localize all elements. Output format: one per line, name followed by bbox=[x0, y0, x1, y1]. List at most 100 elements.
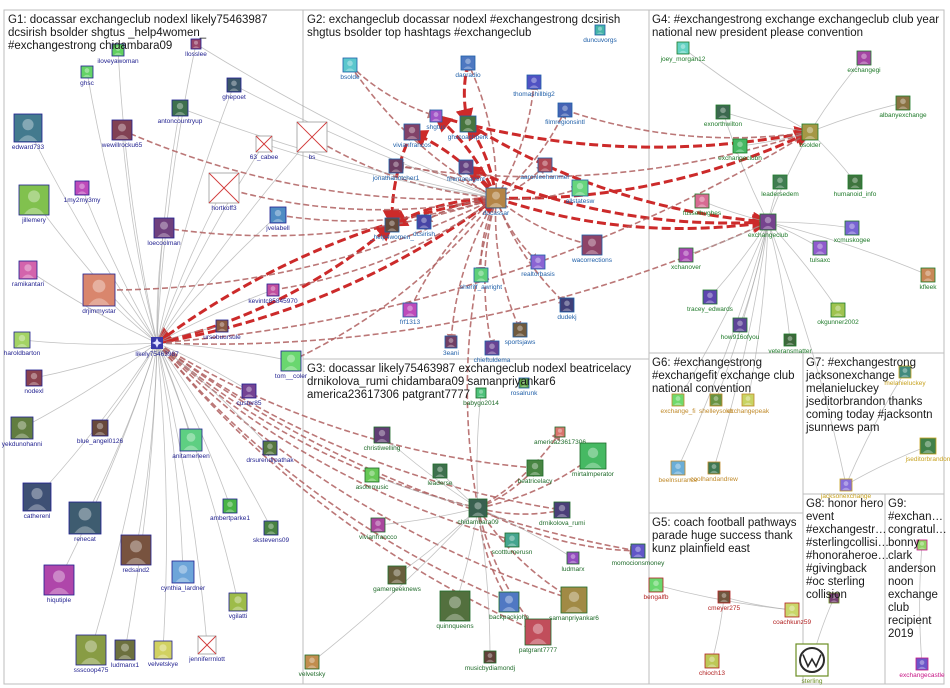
graph-node[interactable]: exnorthwilton bbox=[704, 104, 743, 128]
graph-node[interactable]: coachkunz59 bbox=[773, 602, 812, 626]
graph-node[interactable]: leaderse bbox=[428, 463, 453, 487]
graph-node[interactable]: renecat bbox=[68, 501, 102, 543]
graph-node[interactable]: velvetsky bbox=[299, 654, 326, 678]
graph-node[interactable]: kevintc85845970 bbox=[248, 283, 298, 305]
graph-node[interactable]: hiqutiple bbox=[43, 564, 75, 604]
graph-node[interactable]: ludmanx1 bbox=[111, 639, 140, 669]
graph-node[interactable]: drnikolova_rumi bbox=[539, 501, 585, 527]
graph-node[interactable]: mirtalmperator bbox=[572, 442, 615, 478]
graph-node[interactable]: vgilatti bbox=[228, 592, 248, 620]
graph-node[interactable]: babygo2014 bbox=[463, 387, 499, 407]
graph-node[interactable]: kfleek bbox=[920, 267, 938, 291]
graph-node[interactable]: gamergeeknews bbox=[373, 565, 422, 593]
graph-node[interactable]: anitamerleen bbox=[172, 428, 210, 460]
graph-node[interactable]: likely75463987 bbox=[135, 337, 179, 358]
graph-node[interactable]: veteransmatter bbox=[768, 333, 813, 355]
graph-node[interactable]: okgunner2002 bbox=[817, 302, 859, 326]
graph-node[interactable]: shelleysoldt bbox=[699, 393, 733, 415]
graph-node[interactable]: firemanagent bbox=[447, 159, 485, 183]
graph-node[interactable]: haroldbarton bbox=[4, 331, 41, 357]
graph-node[interactable]: antoncountryup bbox=[158, 99, 203, 125]
graph-node[interactable]: duncuvorgs bbox=[583, 24, 618, 44]
graph-node[interactable]: humanoid_info bbox=[834, 174, 877, 198]
graph-node[interactable]: patgrant7777 bbox=[519, 618, 558, 654]
graph-node[interactable]: wacorrections bbox=[571, 234, 613, 264]
graph-node[interactable]: christiwelling bbox=[364, 426, 401, 452]
graph-node[interactable]: bs bbox=[296, 121, 328, 161]
graph-node[interactable]: ursobuursule bbox=[203, 319, 241, 341]
graph-node[interactable]: danradio bbox=[455, 55, 481, 79]
graph-node[interactable]: ambertparke1 bbox=[210, 498, 250, 522]
graph-node[interactable]: ssscoop475 bbox=[74, 634, 109, 674]
graph-node[interactable]: ghsc bbox=[80, 65, 95, 87]
graph-node[interactable]: albanyexchange bbox=[879, 95, 927, 119]
graph-node[interactable]: backpackjohn bbox=[489, 591, 529, 621]
graph-node[interactable]: custer85 bbox=[237, 383, 262, 407]
graph-node[interactable]: iloveyawoman bbox=[97, 43, 139, 65]
graph-node[interactable]: xcmuskogee bbox=[834, 220, 871, 244]
graph-node[interactable]: docassar bbox=[483, 187, 510, 217]
graph-node[interactable]: jillemery bbox=[18, 184, 50, 224]
graph-node[interactable]: bsolde bbox=[340, 57, 360, 81]
graph-node[interactable]: 1my2my3my bbox=[64, 180, 102, 204]
graph-node[interactable]: frf1313 bbox=[400, 302, 421, 326]
graph-node[interactable]: hortkoff3 bbox=[208, 172, 240, 212]
graph-node[interactable]: sportsjaws bbox=[505, 322, 536, 346]
graph-node[interactable]: cynthia_lardner bbox=[161, 560, 206, 592]
graph-node[interactable]: ramikantari bbox=[12, 260, 44, 288]
graph-node[interactable]: jvelabell bbox=[265, 206, 290, 232]
graph-node[interactable]: loecoolman bbox=[147, 217, 181, 247]
graph-node[interactable]: sterling bbox=[795, 643, 829, 685]
graph-node[interactable]: rosalrunk bbox=[511, 377, 538, 397]
graph-node[interactable]: catherenl bbox=[22, 482, 52, 520]
graph-node[interactable]: bsolder bbox=[799, 123, 821, 149]
graph-node[interactable]: drsurendrpathak bbox=[246, 440, 294, 464]
graph-node[interactable]: llosslee bbox=[185, 38, 207, 58]
graph-node[interactable]: velvetskye bbox=[148, 640, 179, 668]
graph-node[interactable]: exchange_fi bbox=[660, 393, 696, 415]
graph-node[interactable]: melanieluckey bbox=[884, 365, 926, 387]
graph-node[interactable]: chioch13 bbox=[699, 653, 725, 677]
graph-node[interactable]: musicbydiamondj bbox=[465, 650, 515, 672]
graph-node[interactable]: beatricelacy bbox=[518, 459, 553, 485]
graph-node[interactable]: america23617306 bbox=[534, 426, 586, 446]
graph-node[interactable]: how916ofyou bbox=[721, 317, 760, 341]
graph-node[interactable]: asotemusic bbox=[356, 467, 390, 491]
graph-node[interactable]: allstatesw bbox=[566, 179, 595, 205]
graph-node[interactable]: jenniferrnlott bbox=[188, 635, 225, 663]
graph-node[interactable]: shgtus bbox=[426, 109, 446, 131]
graph-node[interactable]: coolhandandrew bbox=[690, 461, 738, 483]
graph-node[interactable]: scotttumerusn bbox=[492, 532, 533, 556]
graph-node[interactable]: redsand2 bbox=[120, 534, 152, 574]
graph-node[interactable]: aaronleehammer bbox=[520, 157, 570, 181]
graph-node[interactable]: thomashillbig2 bbox=[513, 74, 555, 98]
graph-node[interactable]: tulsaxc bbox=[810, 240, 831, 264]
graph-node[interactable]: blue_angel0126 bbox=[77, 419, 124, 445]
graph-node[interactable]: edward733 bbox=[12, 113, 45, 151]
graph-node[interactable]: ghepoet bbox=[222, 77, 246, 101]
graph-node[interactable]: drjimmystar bbox=[82, 273, 117, 315]
graph-node[interactable] bbox=[828, 592, 840, 604]
graph-node[interactable]: jonathanotcher1 bbox=[372, 158, 420, 182]
graph-node[interactable]: _help4women_ bbox=[369, 217, 414, 241]
graph-node[interactable]: 3eani bbox=[443, 335, 459, 357]
graph-node[interactable]: vivianfrancos bbox=[393, 123, 432, 149]
graph-node[interactable]: chidambara09 bbox=[457, 498, 499, 526]
graph-node[interactable]: beelnsurance bbox=[658, 460, 698, 484]
graph-node[interactable]: leadersedem bbox=[761, 174, 799, 198]
graph-node[interactable]: ludmarx bbox=[561, 551, 585, 573]
graph-node[interactable]: joey_morgan12 bbox=[660, 41, 706, 63]
graph-node[interactable]: fusselhughes bbox=[683, 193, 722, 217]
graph-node[interactable]: jacksonexchange bbox=[820, 478, 872, 500]
graph-node[interactable]: vivianfrancco bbox=[359, 517, 397, 541]
graph-node[interactable]: tom__coler bbox=[275, 350, 308, 380]
graph-node[interactable]: realtorbasis bbox=[521, 254, 556, 278]
graph-node[interactable]: exchangeclub bbox=[748, 213, 788, 239]
graph-node[interactable]: wewillrocku65 bbox=[101, 119, 143, 149]
graph-node[interactable]: cmeyer275 bbox=[708, 590, 741, 612]
graph-node[interactable]: quinnqueens bbox=[436, 590, 474, 630]
graph-node[interactable]: bengalfb bbox=[644, 577, 669, 601]
graph-node[interactable]: momocionsmoney bbox=[612, 543, 665, 567]
graph-node[interactable]: nodexl bbox=[24, 369, 44, 395]
graph-node[interactable]: jseditorbrandon bbox=[905, 437, 950, 463]
